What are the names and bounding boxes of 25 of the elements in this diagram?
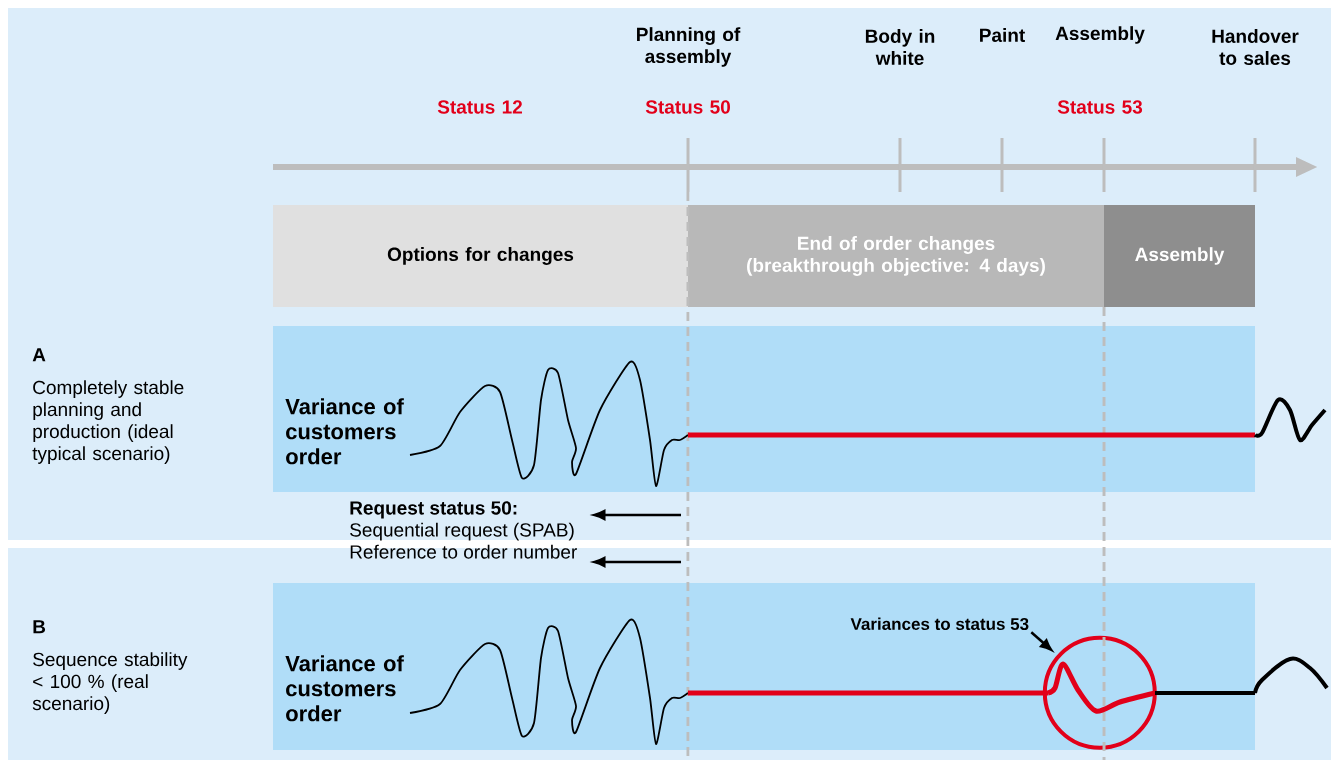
panel-label: Variance of customers order bbox=[285, 655, 404, 722]
request-note: Request status 50: Sequential request (SPAB) Reference to order number bbox=[350, 501, 577, 559]
highlight-circle bbox=[1042, 635, 1157, 750]
status-label: Status 50 bbox=[645, 100, 730, 114]
arrow bbox=[593, 509, 681, 521]
panel-label: Variance of customers order bbox=[285, 398, 404, 465]
milestone-label: Paint bbox=[980, 28, 1025, 42]
milestone-label: Handover to sales bbox=[1212, 29, 1299, 65]
arrow bbox=[593, 556, 681, 568]
scenario-description: Sequence stability < 100 % (real scenario) bbox=[32, 652, 188, 714]
milestone-label: Body in white bbox=[865, 29, 935, 65]
arrow bbox=[1030, 631, 1053, 651]
callout-text: Variances to status 53 bbox=[850, 617, 1029, 631]
phase-band: Options for changes bbox=[273, 205, 688, 307]
phase-band: Assembly bbox=[1104, 205, 1255, 307]
scenario-letter: A bbox=[32, 348, 46, 362]
status-label: Status 53 bbox=[1057, 100, 1143, 114]
scenario-panel bbox=[273, 583, 1255, 750]
scenario-panel bbox=[273, 326, 1255, 492]
status-label: Status 12 bbox=[437, 100, 522, 114]
phase-band: End of order changes (breakthrough objective: 4 days) bbox=[688, 205, 1104, 307]
scenario-description: Completely stable planning and production (ideal typical scenario) bbox=[32, 380, 184, 464]
scenario-letter: B bbox=[33, 620, 46, 634]
milestone-label: Assembly bbox=[1055, 26, 1145, 44]
milestone-label: Planning of assembly bbox=[637, 27, 741, 67]
